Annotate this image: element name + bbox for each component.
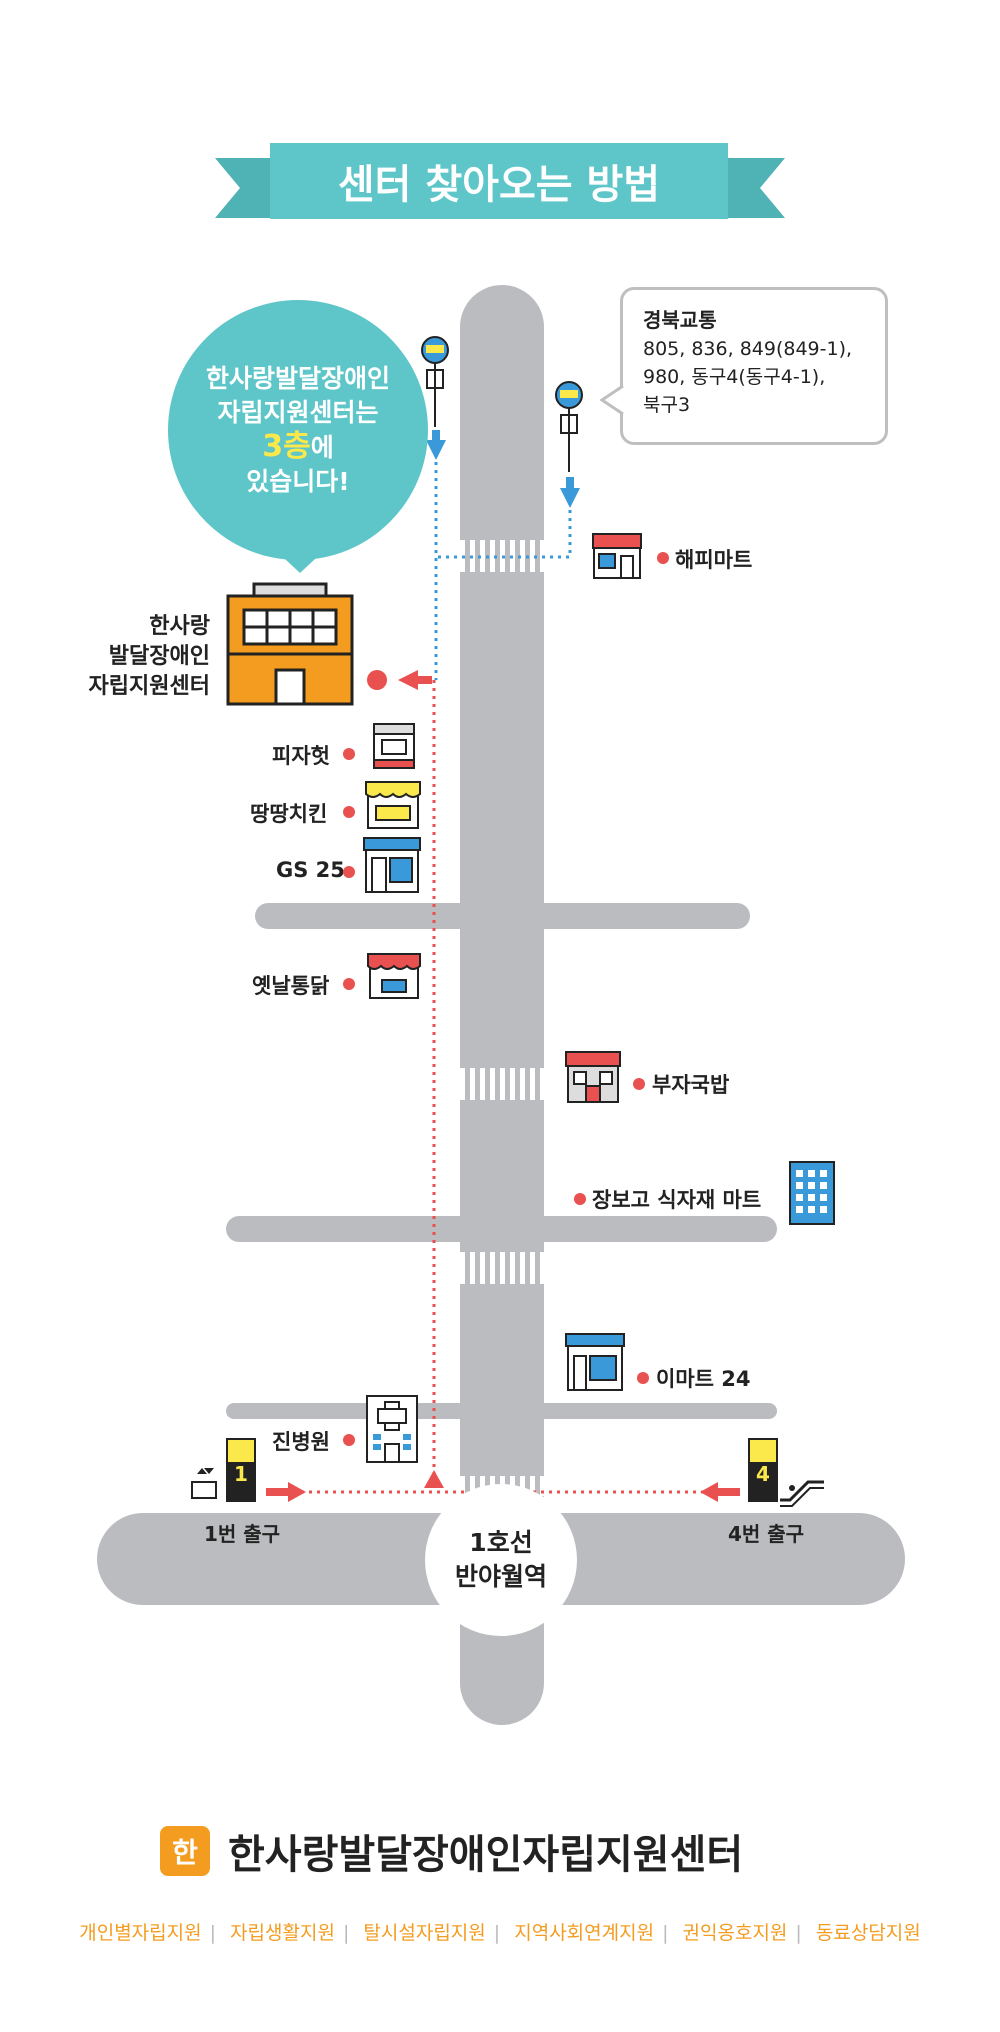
exit1-number: 1 xyxy=(234,1462,248,1486)
center-building-icon xyxy=(226,582,354,706)
floor-info-bubble: 한사랑발달장애인 자립지원센터는 3층에 있습니다! xyxy=(168,300,428,560)
cross-road-3 xyxy=(226,1403,777,1419)
crosswalk-3 xyxy=(460,1252,544,1284)
pizza-hut-label: 피자헛 xyxy=(272,744,330,768)
emart24-label: 이마트 24 xyxy=(656,1367,751,1391)
gs25-label: GS 25 xyxy=(276,858,345,882)
ttang-chicken-label: 땅땅치킨 xyxy=(250,802,328,826)
pizza-hut-store-icon xyxy=(373,723,415,769)
service-item: 개인별자립지원 xyxy=(79,1922,202,1944)
floor-highlight: 3층 xyxy=(262,428,311,464)
escalator-icon xyxy=(780,1480,824,1507)
bubble-line1: 한사랑발달장애인 xyxy=(205,363,390,393)
bus-routes-line2: 980, 동구4(동구4-1), xyxy=(643,366,826,388)
title-ribbon-wings xyxy=(215,158,785,218)
buja-gukbap-label: 부자국밥 xyxy=(652,1073,730,1097)
exit4-number: 4 xyxy=(756,1462,770,1486)
crosswalk-2 xyxy=(460,1068,544,1100)
cross-road-2 xyxy=(226,1216,777,1242)
service-item: 동료상담지원 xyxy=(815,1922,921,1944)
floor-suffix: 에 xyxy=(310,432,334,462)
bus-stop-icon xyxy=(421,336,449,427)
old-chicken-dot xyxy=(343,978,355,990)
happy-mart-label: 해피마트 xyxy=(675,548,753,572)
page-title: 센터 찾아오는 방법 xyxy=(270,143,728,219)
convenience-store-icon xyxy=(363,837,421,893)
bus-stop-icon xyxy=(555,381,583,472)
center-label-line3: 자립지원센터 xyxy=(88,674,210,699)
station-name: 반야월역 xyxy=(454,1562,547,1591)
store-icon xyxy=(592,533,642,579)
jangbogo-label: 장보고 식자재 마트 xyxy=(592,1188,762,1212)
route-lines xyxy=(266,430,740,1502)
center-label-line2: 발달장애인 xyxy=(108,644,210,669)
cross-road-1 xyxy=(255,903,750,929)
old-chicken-label: 옛날통닭 xyxy=(252,974,330,998)
services-list: 개인별자립지원| 자립생활지원| 탈시설자립지원| 지역사회연계지원| 권익옹호… xyxy=(79,1922,921,1944)
exit1-sign: 1 xyxy=(226,1438,256,1502)
bubble-line4: 있습니다! xyxy=(246,466,350,496)
bus-info-box: 경북교통 805, 836, 849(849-1), 980, 동구4(동구4-… xyxy=(620,287,888,445)
jangbogo-dot xyxy=(574,1193,586,1205)
office-building-icon xyxy=(789,1161,835,1225)
service-item: 권익옹호지원 xyxy=(682,1922,788,1944)
jin-hospital-dot xyxy=(343,1434,355,1446)
bubble-tail xyxy=(270,545,330,573)
chicken-store-icon xyxy=(365,781,421,829)
exit4-label: 4번 출구 xyxy=(728,1522,805,1546)
subway-train-icon xyxy=(228,1440,254,1462)
logo-text: 한사랑발달장애인자립지원센터 xyxy=(228,1832,744,1878)
elevator-icon xyxy=(191,1468,217,1499)
logo-mark-icon: 한 xyxy=(160,1826,210,1876)
ttang-chicken-dot xyxy=(343,806,355,818)
bus-routes-line3: 북구3 xyxy=(643,394,691,416)
jin-hospital-label: 진병원 xyxy=(272,1430,330,1454)
emart24-dot xyxy=(637,1372,649,1384)
bubble-line2: 자립지원센터는 xyxy=(217,397,379,427)
center-label: 한사랑 발달장애인 자립지원센터 xyxy=(60,612,210,702)
station-circle: 1호선 반야월역 xyxy=(425,1484,577,1636)
station-line: 1호선 xyxy=(469,1528,533,1557)
gs25-dot xyxy=(343,866,355,878)
convenience-store-icon xyxy=(565,1333,625,1391)
subway-train-icon xyxy=(750,1440,776,1462)
happy-mart-dot xyxy=(657,552,669,564)
bus-company: 경북교통 xyxy=(643,308,717,332)
center-label-line1: 한사랑 xyxy=(149,614,210,639)
restaurant-icon xyxy=(565,1051,621,1103)
exit1-label: 1번 출구 xyxy=(204,1522,281,1546)
service-item: 자립생활지원 xyxy=(230,1922,335,1944)
hospital-icon xyxy=(366,1395,418,1463)
exit4-sign: 4 xyxy=(748,1438,778,1502)
pizza-hut-dot xyxy=(343,748,355,760)
bubble-line3: 3층에 xyxy=(168,428,428,465)
footer-logo: 한 한사랑발달장애인자립지원센터 xyxy=(160,1822,743,1880)
bus-routes-line1: 805, 836, 849(849-1), xyxy=(643,338,853,360)
bus-info-tail xyxy=(600,385,624,415)
service-item: 지역사회연계지원 xyxy=(514,1922,655,1944)
buja-gukbap-dot xyxy=(633,1078,645,1090)
service-item: 탈시설자립지원 xyxy=(363,1922,486,1944)
chicken-store-icon xyxy=(367,953,421,999)
